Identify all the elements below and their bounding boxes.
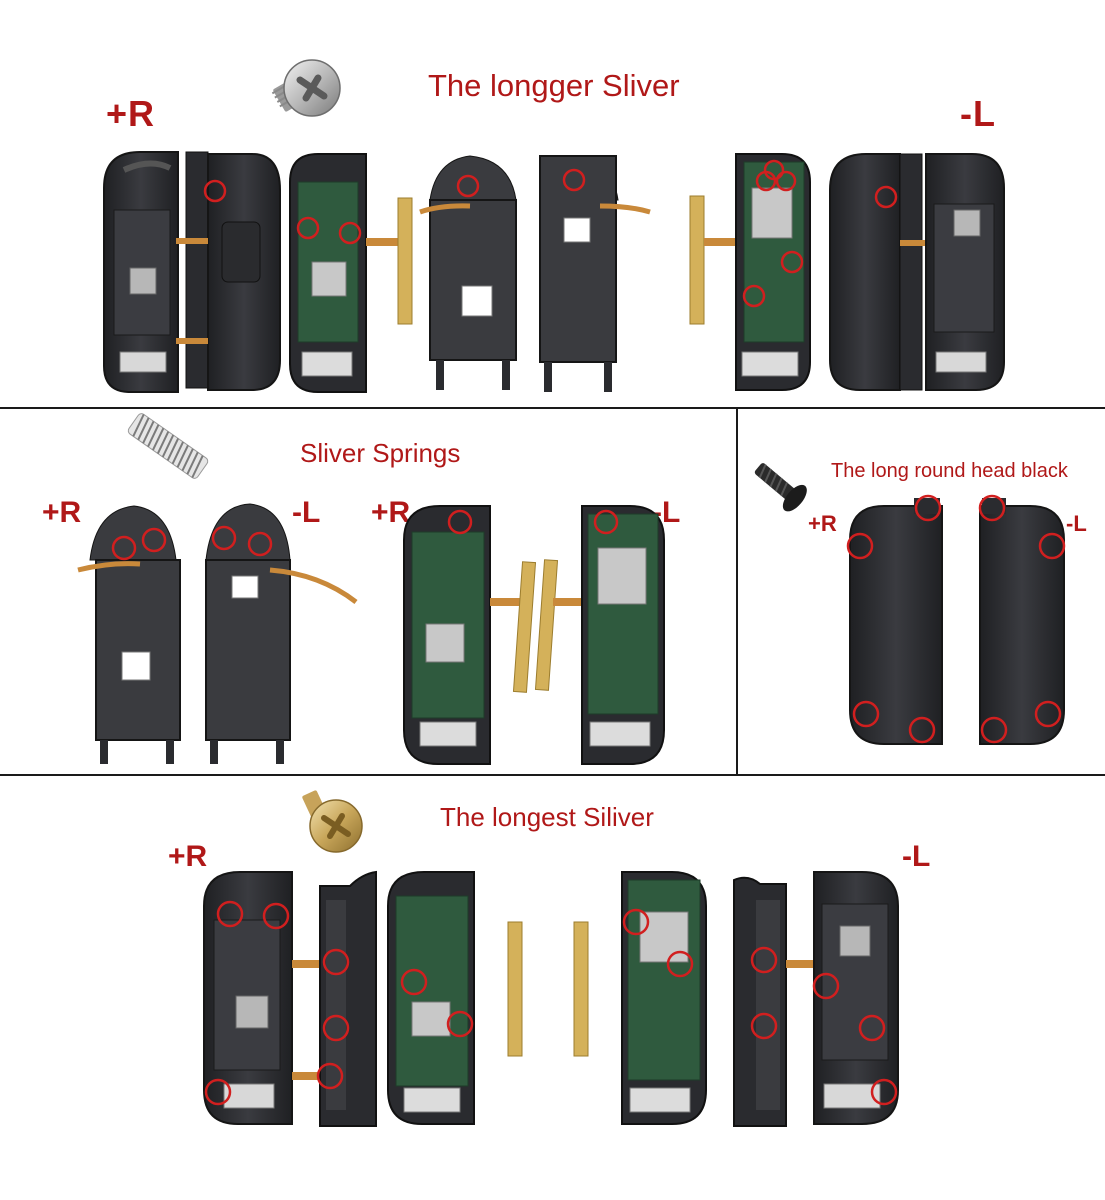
divider-vertical bbox=[736, 407, 738, 776]
top-label-right: +R bbox=[106, 93, 156, 134]
bottom-label-left: -L bbox=[902, 840, 931, 873]
silver-screw-icon bbox=[271, 59, 341, 117]
black-screw-label-right: +R bbox=[808, 511, 837, 536]
top-label-left: -L bbox=[960, 93, 996, 134]
springs-label-left-1: -L bbox=[292, 496, 321, 529]
bottom-screw-markers bbox=[204, 900, 898, 1106]
middle-right-parts bbox=[849, 498, 1065, 745]
top-screw-markers bbox=[203, 159, 898, 308]
springs-label-right-1: +R bbox=[42, 496, 82, 529]
bottom-title: The longest Siliver bbox=[440, 802, 654, 832]
divider-top bbox=[0, 407, 1105, 409]
bottom-row-parts bbox=[203, 870, 899, 1127]
springs-label-right-2: +R bbox=[371, 496, 411, 529]
black-screw-icon bbox=[754, 463, 807, 512]
divider-bottom bbox=[0, 774, 1105, 776]
middle-left-screw-markers bbox=[111, 509, 619, 561]
middle-left-parts bbox=[77, 503, 665, 765]
black-screw-label-left: -L bbox=[1066, 511, 1087, 536]
top-title: The longger Sliver bbox=[428, 68, 680, 103]
middle-right-screw-markers bbox=[846, 494, 1066, 744]
gold-screw-icon bbox=[302, 790, 363, 853]
top-row-parts bbox=[103, 151, 1005, 393]
bottom-label-right: +R bbox=[168, 840, 208, 873]
springs-title: Sliver Springs bbox=[300, 438, 461, 468]
black-screw-title: The long round head black bbox=[831, 460, 1068, 482]
spring-icon bbox=[127, 413, 209, 479]
